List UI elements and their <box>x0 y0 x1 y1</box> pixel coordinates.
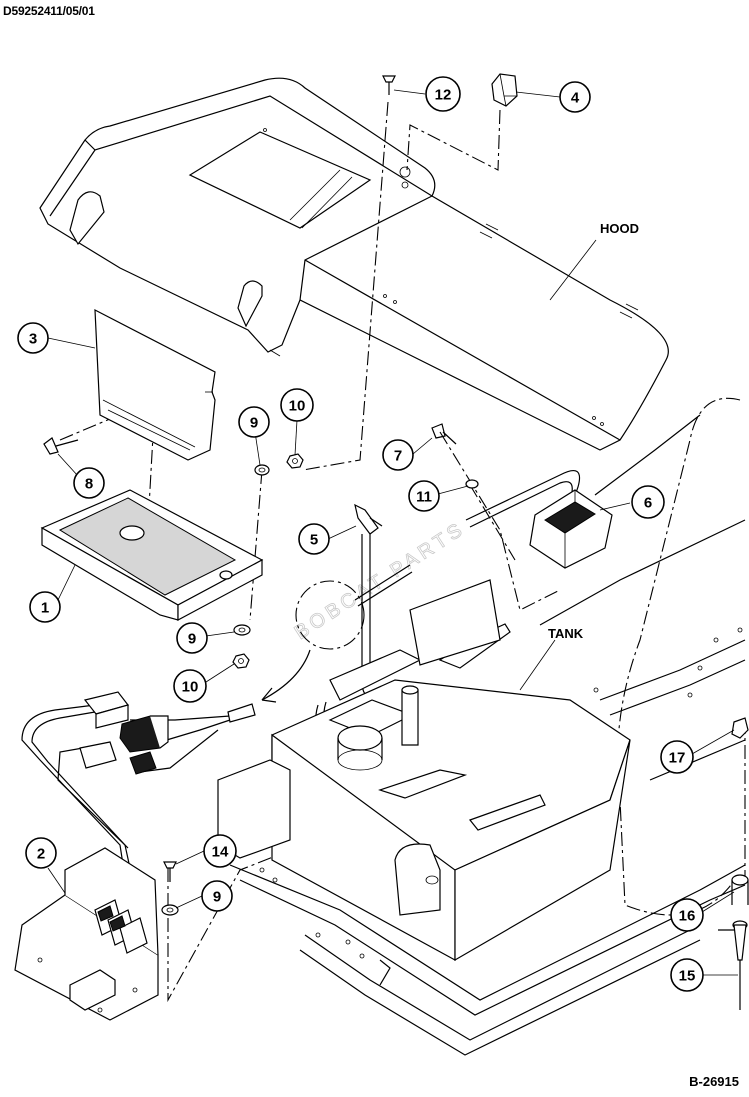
callout-10: 10 <box>280 388 314 422</box>
callout-1: 1 <box>29 591 61 623</box>
detail-arrow <box>261 649 311 701</box>
tank <box>217 579 631 962</box>
connector-harness-c <box>79 741 157 775</box>
clamp-5 <box>354 503 383 535</box>
svg-text:5: 5 <box>310 532 318 549</box>
svg-text:8: 8 <box>85 476 93 493</box>
svg-text:1: 1 <box>41 600 49 617</box>
nut-11 <box>465 479 479 489</box>
svg-text:10: 10 <box>182 679 199 696</box>
svg-text:16: 16 <box>679 908 696 925</box>
washer-9-bottom <box>161 904 179 916</box>
svg-text:11: 11 <box>416 489 432 506</box>
svg-text:6: 6 <box>644 495 652 512</box>
detail-arrow-head <box>261 687 277 703</box>
screw-8 <box>43 437 79 455</box>
hood-label: HOOD <box>600 221 639 236</box>
callout-6: 6 <box>631 485 665 519</box>
callout-7: 7 <box>382 439 414 471</box>
tank-label: TANK <box>548 626 584 641</box>
relay-bracket-2 <box>14 847 159 1021</box>
nut-10-lower <box>232 653 250 669</box>
callout-5: 5 <box>298 523 330 555</box>
callout-11: 11 <box>408 480 440 512</box>
callout-2: 2 <box>25 837 57 869</box>
callout-9: 9 <box>176 622 208 654</box>
svg-text:9: 9 <box>250 415 258 432</box>
frame <box>229 519 746 1056</box>
figure-code: B-26915 <box>689 1074 739 1089</box>
connector-harness-b <box>119 715 169 753</box>
screw-7 <box>431 423 457 445</box>
connector-harness-a <box>83 691 130 729</box>
svg-text:14: 14 <box>212 844 229 861</box>
svg-text:3: 3 <box>29 331 37 348</box>
callout-3: 3 <box>17 322 49 354</box>
document-code: D59252411/05/01 <box>3 4 95 18</box>
svg-text:4: 4 <box>571 90 580 107</box>
callout-16: 16 <box>670 898 704 932</box>
screw-12 <box>382 75 396 95</box>
washer-9-upper <box>254 464 270 476</box>
svg-text:10: 10 <box>289 398 306 415</box>
svg-text:7: 7 <box>394 448 402 465</box>
knob-4 <box>491 73 518 107</box>
screw-14 <box>163 861 177 882</box>
relay-6 <box>529 414 701 569</box>
callout-12: 12 <box>425 76 461 112</box>
leader-lines <box>47 89 738 976</box>
svg-text:15: 15 <box>679 968 696 985</box>
svg-text:12: 12 <box>435 87 452 104</box>
nut-10-upper <box>286 453 304 469</box>
svg-text:9: 9 <box>213 889 221 906</box>
callout-9: 9 <box>238 406 270 438</box>
svg-text:9: 9 <box>188 631 196 648</box>
washer-9-lower <box>233 624 251 636</box>
callout-15: 15 <box>670 958 704 992</box>
callout-9: 9 <box>201 880 233 912</box>
hood <box>39 77 669 451</box>
svg-text:17: 17 <box>669 750 686 767</box>
callout-14: 14 <box>203 834 237 868</box>
callout-8: 8 <box>73 467 105 499</box>
nut-17 <box>731 717 749 739</box>
switch-panel-1 <box>40 489 264 622</box>
callout-4: 4 <box>559 81 591 113</box>
sender-16-15 <box>718 874 749 1010</box>
callout-10: 10 <box>173 669 207 703</box>
callout-17: 17 <box>660 740 694 774</box>
panel-3 <box>94 308 216 461</box>
svg-text:2: 2 <box>37 846 45 863</box>
